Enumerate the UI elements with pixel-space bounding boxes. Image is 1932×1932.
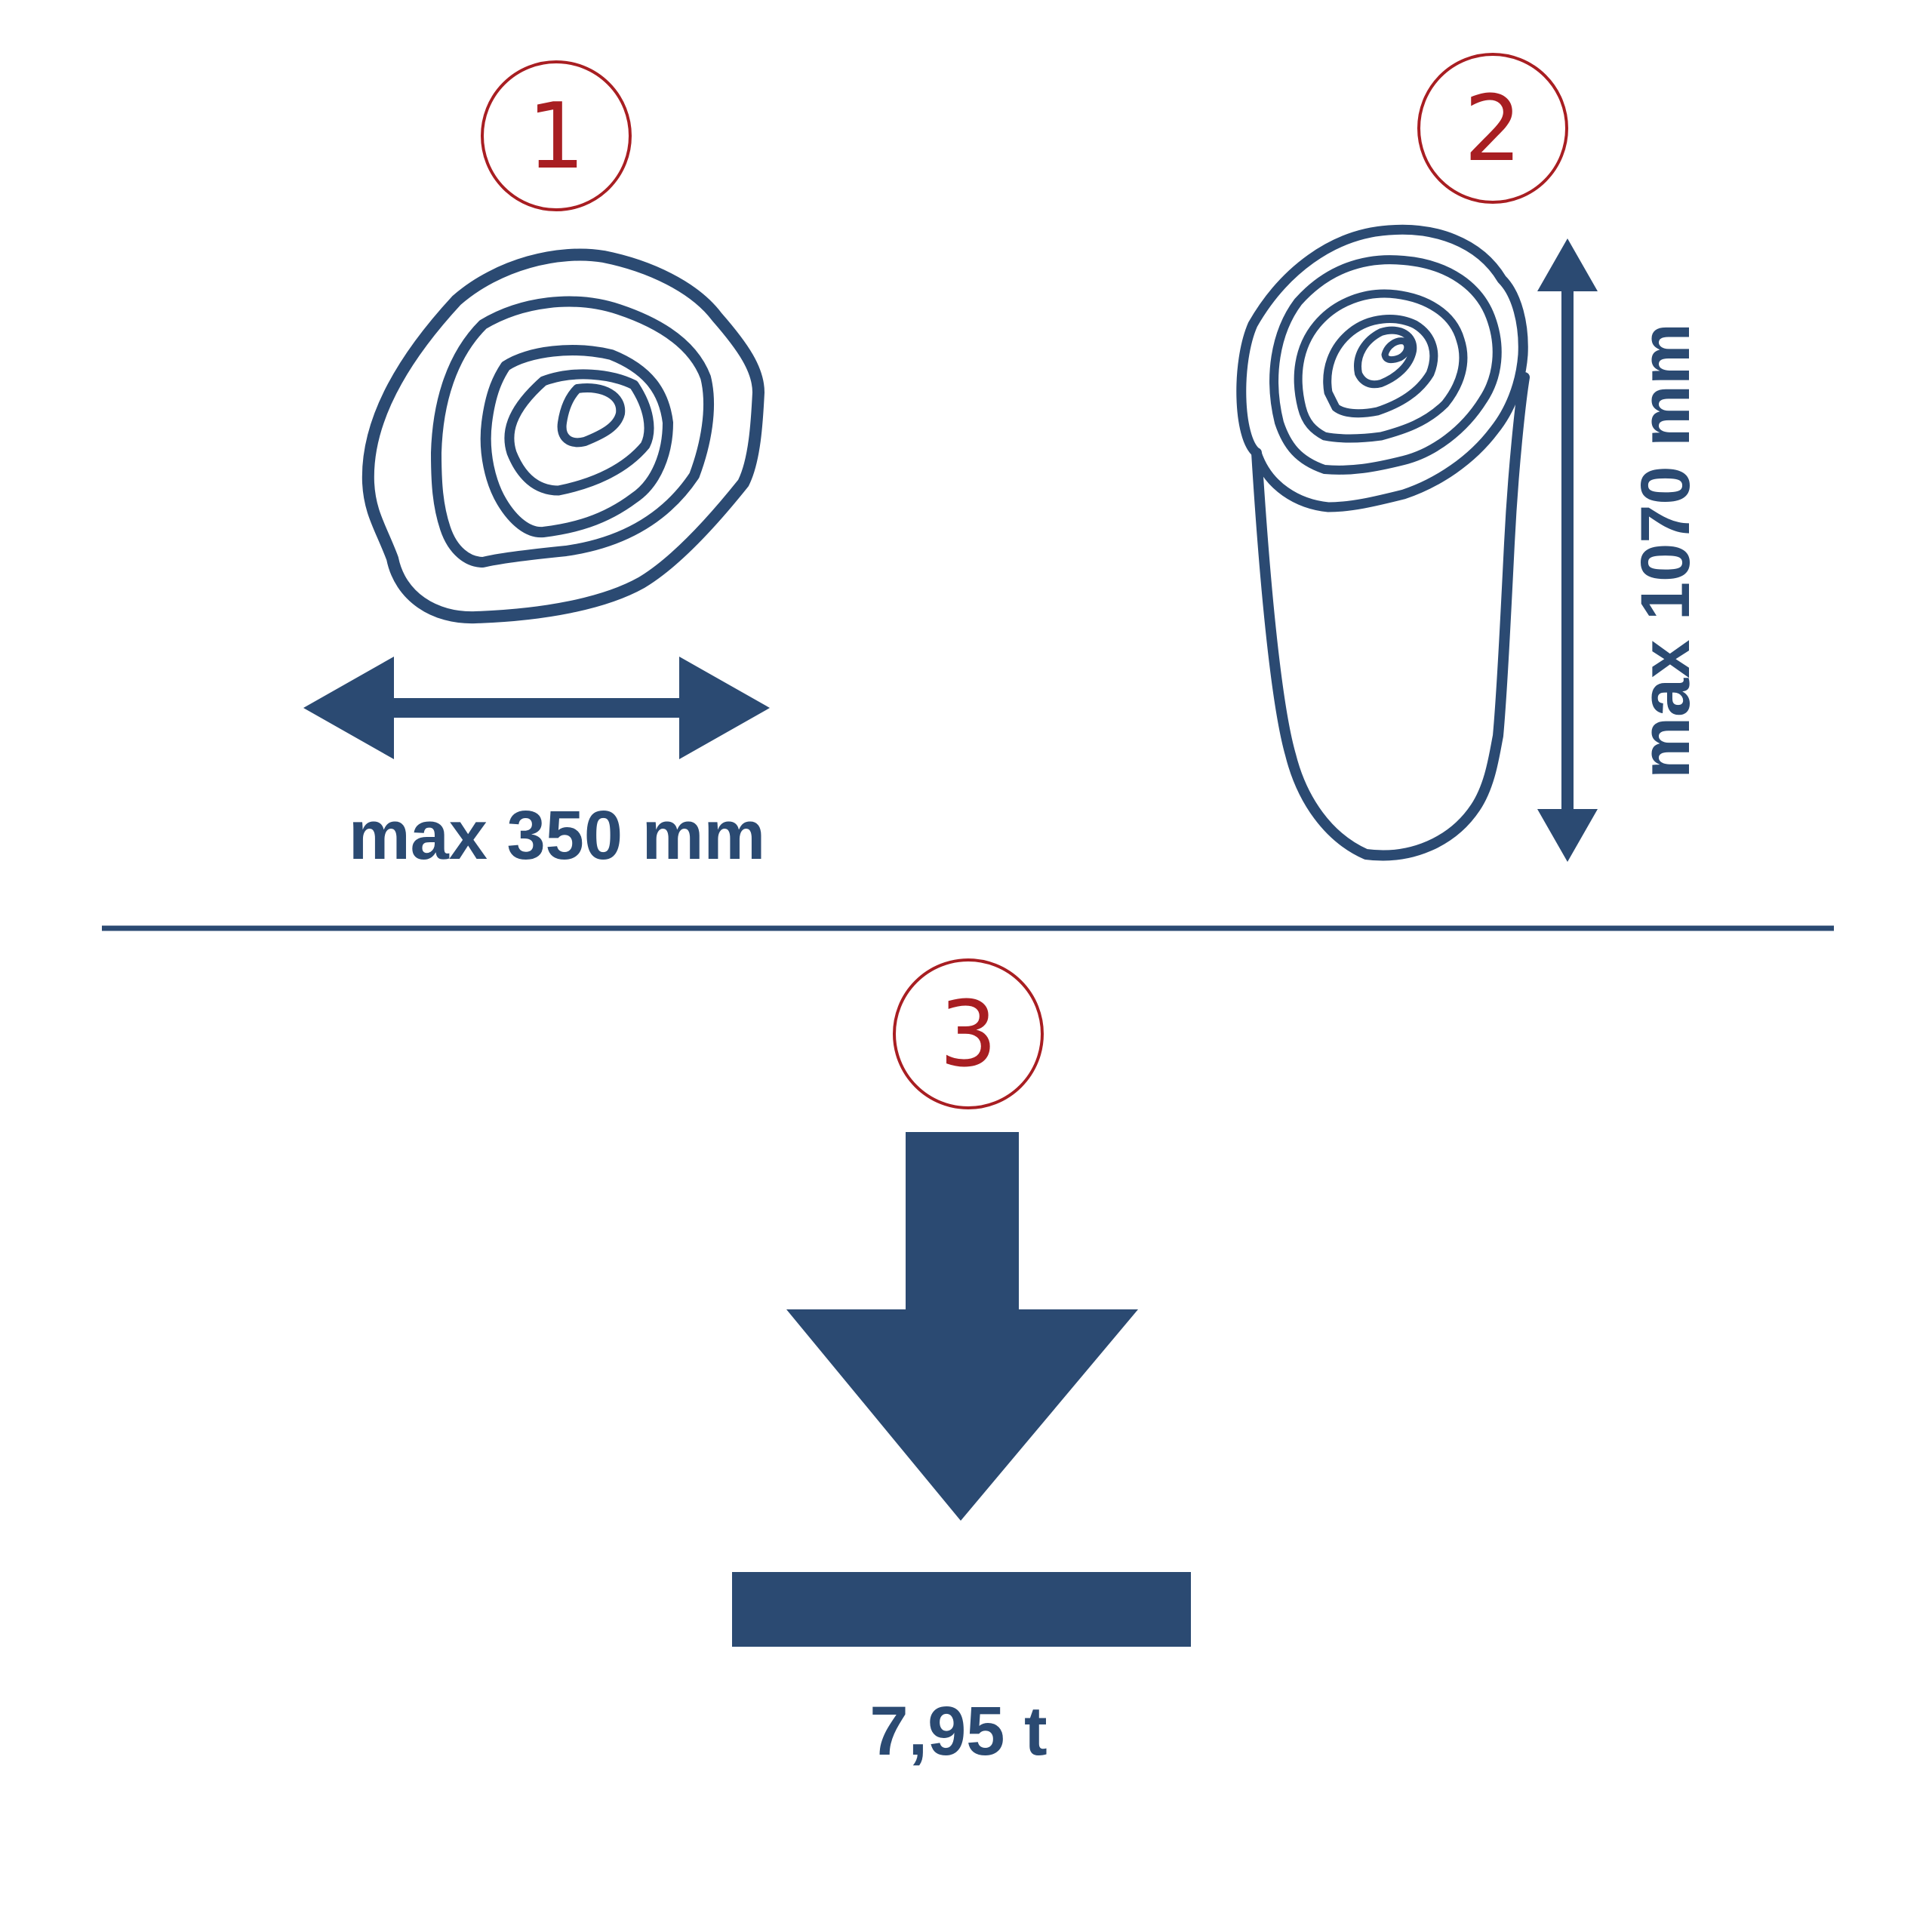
panel-1: 1 max 350 mm <box>303 60 770 874</box>
badge-1: 1 <box>481 60 632 211</box>
badge-3-number: 3 <box>940 983 997 1088</box>
panel-1-label: max 350 mm <box>349 797 765 874</box>
panel-2: 2 max 1070 mm <box>1236 53 1704 862</box>
double-arrow-horizontal-icon <box>303 657 770 759</box>
panel-3-label: 7,95 t <box>869 1693 1047 1770</box>
badge-3: 3 <box>893 958 1044 1109</box>
panel-2-label: max 1070 mm <box>1627 323 1704 779</box>
double-arrow-vertical-icon <box>1537 238 1598 862</box>
log-cross-section-icon <box>361 248 764 624</box>
badge-2-number: 2 <box>1464 77 1521 182</box>
log-side-view-icon <box>1236 224 1530 861</box>
badge-1-number: 1 <box>528 85 585 189</box>
badge-2: 2 <box>1417 53 1568 204</box>
ground-bar <box>732 1572 1191 1647</box>
panel-3: 3 7,95 t <box>732 958 1191 1770</box>
downforce-arrow-icon <box>732 1132 1191 1647</box>
